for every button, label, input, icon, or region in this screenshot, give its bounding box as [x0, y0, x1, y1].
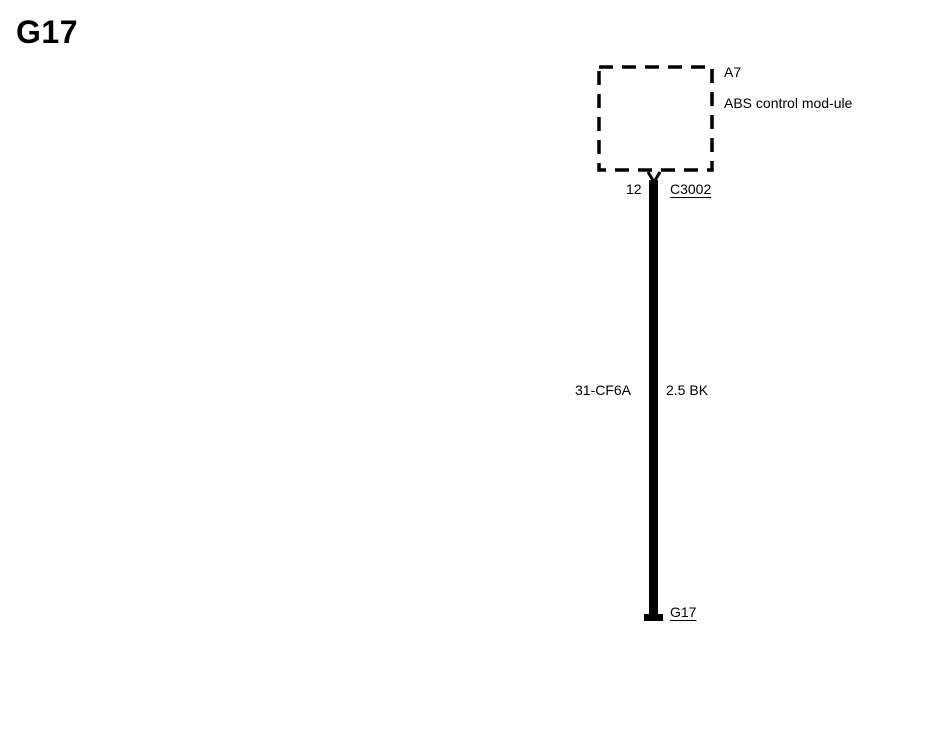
- connector-id: C3002: [670, 181, 712, 197]
- page-title: G17: [16, 14, 78, 50]
- ground-terminal-icon: [644, 614, 663, 621]
- component-id: A7: [724, 64, 742, 80]
- ground-id: G17: [670, 604, 697, 620]
- wire-spec: 2.5 BK: [666, 382, 709, 398]
- abs-module-outline: [597, 65, 714, 172]
- wire-31-cf6a: [649, 180, 658, 616]
- component-name: ABS control mod-­ule: [724, 95, 853, 111]
- wire-circuit-id: 31-CF6A: [575, 382, 632, 398]
- connector-pin-number: 12: [626, 181, 642, 197]
